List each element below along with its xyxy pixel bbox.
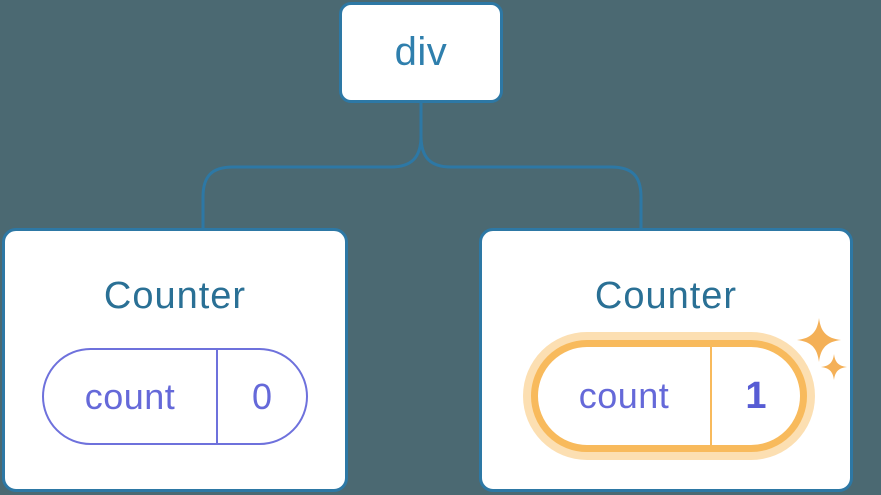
connector-left-branch [201, 103, 423, 228]
connector-right-branch [419, 103, 643, 228]
counter-card-right: Counter count 1 [479, 228, 853, 492]
sparkle-small [821, 354, 847, 380]
state-pill-highlighted: count 1 [531, 340, 807, 452]
pill-divider [216, 350, 218, 443]
root-div-node: div [339, 2, 503, 103]
sparkles-icon [797, 318, 847, 380]
state-key-label: count [84, 375, 176, 417]
sparkle-large [797, 318, 841, 362]
state-value: 1 [745, 374, 767, 417]
counter-title: Counter [594, 275, 738, 317]
counter-title: Counter [103, 275, 247, 317]
state-value: 0 [251, 375, 273, 417]
counter-card-left: Counter count 0 [2, 228, 348, 492]
pill-divider [710, 347, 712, 445]
state-pill: count 0 [42, 348, 308, 445]
state-key-label: count [578, 375, 670, 416]
root-node-label: div [394, 30, 448, 74]
